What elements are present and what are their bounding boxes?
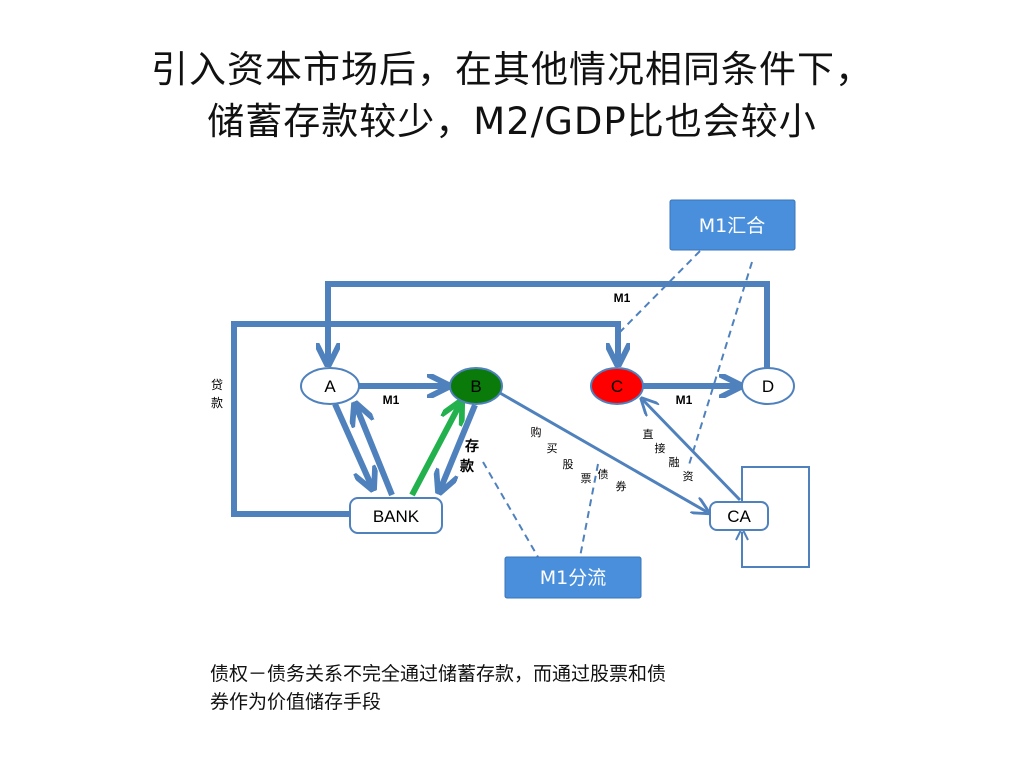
callout-m1-merge-label: M1汇合 — [699, 215, 765, 237]
footer-note: 债权－债务关系不完全通过储蓄存款，而通过股票和债 券作为价值储存手段 — [210, 660, 850, 716]
label-buy-stocks-bonds: 购 买 股 票 债 券 — [531, 425, 627, 493]
title-line-1: 引入资本市场后，在其他情况相同条件下， — [151, 48, 873, 91]
node-ca: CA — [709, 501, 769, 531]
node-c: C — [590, 367, 644, 405]
callout-connectors — [482, 250, 753, 558]
callout-m1-merge: M1汇合 — [669, 199, 796, 251]
label-direct-char: 接 — [655, 442, 666, 455]
node-bank-label: BANK — [373, 507, 420, 526]
merge-connector-1 — [619, 250, 701, 333]
label-m1-top: M1 — [614, 291, 631, 305]
label-buy-char: 买 — [547, 442, 558, 455]
node-b: B — [449, 367, 503, 405]
label-buy-char: 券 — [616, 479, 627, 493]
label-direct-char: 资 — [683, 470, 694, 483]
b-to-ca-arrow — [499, 391, 707, 512]
b-to-bank-arrow — [440, 403, 478, 490]
label-loan-2: 款 — [211, 396, 223, 410]
slide-title: 引入资本市场后，在其他情况相同条件下， 储蓄存款较少，M2/GDP比也会较小 — [0, 44, 1024, 148]
label-direct-char: 直 — [643, 427, 654, 441]
split-connector-2 — [579, 463, 599, 558]
label-buy-char: 债 — [598, 467, 609, 481]
callout-m1-split: M1分流 — [504, 556, 642, 599]
title-line-2: 储蓄存款较少，M2/GDP比也会较小 — [207, 100, 817, 143]
bank-to-b-green-arrow — [409, 404, 460, 497]
loan-loop-arrow — [231, 321, 618, 517]
label-direct-char: 融 — [669, 456, 680, 469]
label-m1-ab: M1 — [383, 393, 400, 407]
top-loop-arrow — [328, 281, 770, 368]
ca-to-c-arrow — [643, 400, 742, 502]
label-loan-1: 贷 — [211, 378, 223, 392]
label-m1-cd: M1 — [676, 393, 693, 407]
node-ca-label: CA — [727, 507, 751, 526]
node-d: D — [741, 367, 795, 405]
label-deposit-1: 存 — [465, 438, 479, 455]
node-c-label: C — [611, 377, 623, 396]
split-connector-1 — [482, 461, 539, 558]
a-to-bank-arrow — [332, 402, 372, 487]
callout-m1-split-label: M1分流 — [540, 567, 606, 589]
bank-to-a-arrow — [356, 406, 395, 497]
label-direct-financing: 直 接 融 资 — [643, 427, 694, 483]
node-b-label: B — [470, 377, 481, 396]
label-deposit-2: 款 — [460, 458, 475, 475]
label-buy-char: 票 — [581, 472, 592, 485]
node-d-label: D — [762, 377, 774, 396]
node-a-label: A — [324, 377, 336, 396]
footer-line-2: 券作为价值储存手段 — [210, 691, 382, 713]
node-bank: BANK — [349, 497, 443, 534]
node-a: A — [300, 367, 360, 405]
label-buy-char: 购 — [531, 425, 542, 439]
label-buy-char: 股 — [563, 458, 574, 471]
merge-connector-2 — [687, 261, 753, 469]
footer-line-1: 债权－债务关系不完全通过储蓄存款，而通过股票和债 — [210, 663, 667, 685]
